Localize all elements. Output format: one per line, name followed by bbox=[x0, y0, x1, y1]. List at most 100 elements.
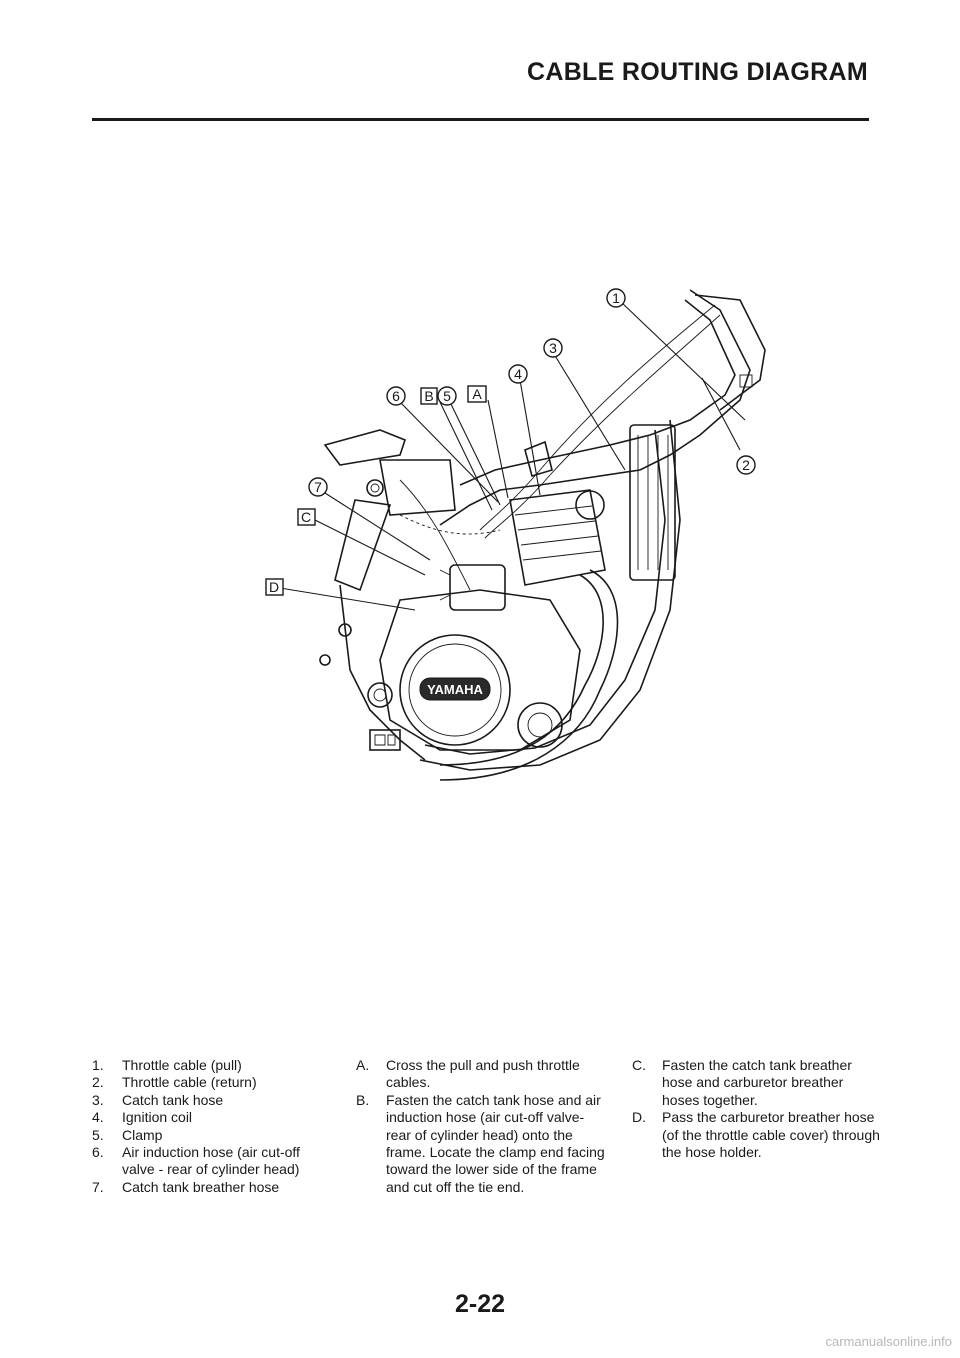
callout-7: 7 bbox=[308, 477, 328, 497]
legend-item: A. Cross the pull and push throttle cable… bbox=[356, 1057, 606, 1092]
legend-item-label: 6. bbox=[92, 1144, 104, 1161]
steering-head bbox=[694, 294, 766, 411]
callout-1: 1 bbox=[606, 288, 626, 308]
page-title: CABLE ROUTING DIAGRAM bbox=[526, 58, 868, 86]
callout-C-text: C bbox=[301, 509, 311, 525]
lower-bolt bbox=[319, 654, 331, 666]
leader-B bbox=[439, 401, 493, 511]
callout-6: 6 bbox=[386, 386, 406, 406]
legend-item: 4. Ignition coil bbox=[92, 1109, 332, 1126]
callout-2-text: 2 bbox=[742, 457, 750, 473]
legend-item-text: Catch tank hose bbox=[122, 1091, 224, 1108]
footpeg-bolts bbox=[374, 734, 396, 746]
legend-item-text: Pass the carburetor breather hose (of th… bbox=[662, 1109, 880, 1161]
legend-item-text: Fasten the catch tank hose and air induc… bbox=[386, 1091, 605, 1195]
hidden-hose bbox=[399, 514, 501, 535]
exhaust-pipe bbox=[439, 569, 619, 781]
frame-main-tube bbox=[439, 289, 751, 526]
legend-item-text: Clamp bbox=[122, 1126, 163, 1143]
rear-lower-frame bbox=[339, 584, 426, 761]
legend-item-label: 3. bbox=[92, 1091, 104, 1108]
page-number: 2-22 bbox=[454, 1290, 506, 1318]
legend-item-text: Air induction hose (air cut-off valve - … bbox=[122, 1144, 300, 1178]
legend-item-label: C. bbox=[632, 1057, 646, 1073]
yamaha-badge: YAMAHA bbox=[419, 677, 491, 701]
legend-item-text: Fasten the catch tank breather hose and … bbox=[662, 1057, 852, 1108]
legend-item-text: Throttle cable (pull) bbox=[122, 1057, 242, 1073]
leader-2 bbox=[701, 377, 741, 451]
cable-routing-figure: YAMAHA 1 2 bbox=[240, 270, 800, 810]
yamaha-badge-text: YAMAHA bbox=[427, 682, 483, 697]
legend-item-text: Cross the pull and push throttle cables. bbox=[386, 1057, 580, 1091]
legend-item-text: Catch tank breather hose bbox=[122, 1178, 280, 1195]
legend-item-label: 2. bbox=[92, 1074, 104, 1091]
callout-4-text: 4 bbox=[514, 366, 522, 382]
callout-6-text: 6 bbox=[392, 388, 400, 404]
watermark: carmanualsonline.info bbox=[825, 1334, 952, 1349]
callout-5: 5 bbox=[437, 386, 457, 406]
callout-C: C bbox=[297, 508, 316, 526]
throttle-cable-pull bbox=[479, 304, 716, 531]
ignition-coil bbox=[524, 440, 553, 478]
carburetor-fittings bbox=[439, 569, 451, 601]
callout-3-text: 3 bbox=[549, 340, 557, 356]
leader-4 bbox=[519, 379, 541, 496]
crankcase bbox=[379, 589, 581, 751]
legend-item-text: Throttle cable (return) bbox=[122, 1074, 257, 1091]
clutch-cover bbox=[399, 634, 511, 746]
cylinder-fins bbox=[514, 505, 602, 561]
legend-item-label: 7. bbox=[92, 1178, 104, 1195]
leader-6 bbox=[399, 401, 499, 503]
throttle-cable-return bbox=[484, 314, 721, 539]
legend-item-text: Ignition coil bbox=[122, 1109, 193, 1126]
legend-item: 3. Catch tank hose bbox=[92, 1092, 332, 1109]
callout-D: D bbox=[265, 578, 284, 596]
drive-sprocket-hub bbox=[373, 688, 387, 702]
radiator-fins bbox=[637, 435, 669, 570]
legend-item: 6. Air induction hose (air cut-off valve … bbox=[92, 1144, 332, 1179]
cylinder-head bbox=[509, 489, 606, 586]
clutch-cover-inner bbox=[408, 643, 502, 737]
callout-B: B bbox=[420, 387, 438, 405]
drive-sprocket-cover bbox=[367, 682, 393, 708]
exhaust-pipe-inner bbox=[439, 574, 604, 766]
spark-plug-cap bbox=[575, 490, 605, 520]
legend-item: B. Fasten the catch tank hose and air ind… bbox=[356, 1092, 606, 1196]
legend-lettered-a-b: A. Cross the pull and push throttle cable… bbox=[356, 1057, 606, 1196]
legend-item-label: 4. bbox=[92, 1109, 104, 1126]
leader-1 bbox=[620, 301, 746, 421]
down-tube-inner bbox=[424, 429, 666, 755]
legend-item-label: A. bbox=[356, 1057, 370, 1073]
legend-item: 2. Throttle cable (return) bbox=[92, 1074, 332, 1091]
frame-inner-tube bbox=[459, 299, 736, 486]
leader-C bbox=[314, 519, 426, 576]
callout-7-text: 7 bbox=[314, 479, 322, 495]
callout-4: 4 bbox=[508, 364, 528, 384]
callout-1-text: 1 bbox=[612, 290, 620, 306]
catch-tank-breather-hose bbox=[399, 479, 471, 591]
legend-item-label: B. bbox=[356, 1091, 370, 1108]
header-rule bbox=[92, 118, 869, 121]
legend-numbered: 1.Throttle cable (pull) 2.Throttle cable… bbox=[92, 1057, 332, 1196]
pivot-bolt bbox=[338, 623, 352, 637]
legend-item: C. Fasten the catch tank breather hose an… bbox=[632, 1057, 882, 1109]
down-tube bbox=[419, 419, 681, 771]
frame-bolt bbox=[739, 374, 753, 388]
legend-lettered-c-d: C. Fasten the catch tank breather hose an… bbox=[632, 1057, 882, 1161]
leader-D bbox=[279, 587, 416, 611]
callout-A-text: A bbox=[472, 386, 482, 402]
leader-7 bbox=[324, 492, 431, 561]
legend-item: 7. Catch tank breather hose bbox=[92, 1179, 332, 1196]
legend-item-label: D. bbox=[632, 1109, 646, 1126]
leader-3 bbox=[553, 353, 626, 471]
radiator bbox=[629, 424, 676, 581]
carburetor bbox=[449, 564, 506, 611]
callout-3: 3 bbox=[543, 338, 563, 358]
callout-B-text: B bbox=[424, 388, 433, 404]
leader-5 bbox=[449, 401, 501, 506]
footpeg-mount bbox=[369, 729, 401, 751]
leader-A bbox=[487, 399, 509, 499]
callout-5-text: 5 bbox=[443, 388, 451, 404]
legend-item-label: 5. bbox=[92, 1126, 104, 1143]
legend-item: 5. Clamp bbox=[92, 1127, 332, 1144]
